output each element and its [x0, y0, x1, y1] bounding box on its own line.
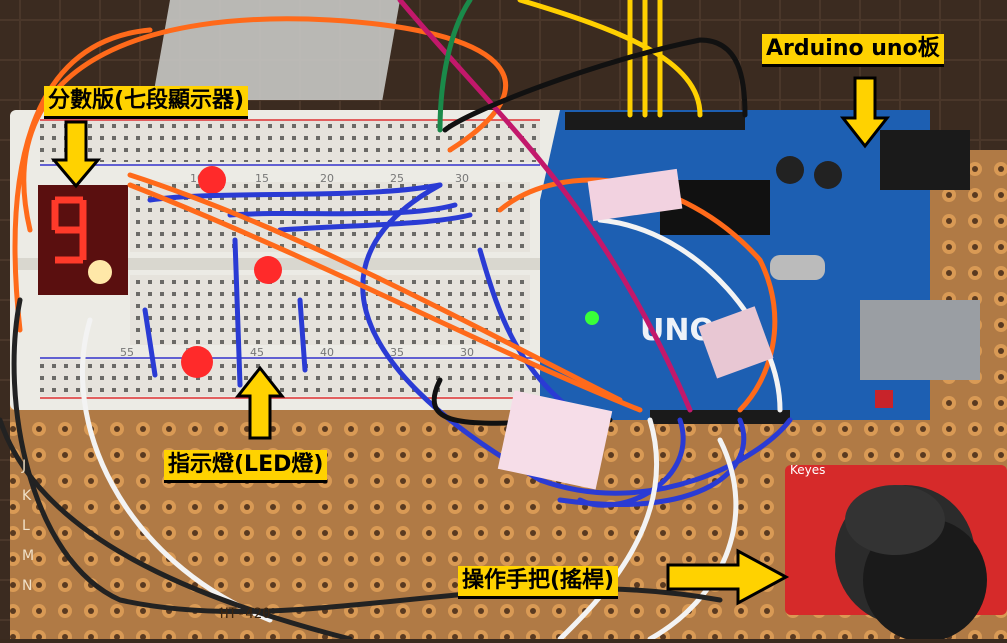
perfboard-row-label: J [21, 458, 26, 474]
perfboard-row-label: K [22, 488, 32, 504]
tape [497, 390, 613, 490]
arrow-up-icon [234, 365, 286, 440]
label-arduino: Arduino uno板 [762, 34, 944, 67]
perfboard-model-text: HT-420 [220, 606, 271, 622]
arrow-down-icon [839, 76, 891, 149]
breadboard-col-label: 55 [120, 346, 134, 359]
breadboard-col-label: 35 [390, 346, 404, 359]
perfboard-row-label: M [22, 548, 34, 564]
breadboard-col-label: 20 [320, 172, 334, 185]
tape [587, 168, 683, 222]
label-joystick: 操作手把(搖桿) [458, 566, 619, 599]
breadboard-col-label: 30 [455, 172, 469, 185]
breadboard-col-label: 45 [250, 346, 264, 359]
led-red [254, 256, 282, 284]
arrow-down-icon [50, 120, 102, 189]
label-indicator-led: 指示燈(LED燈) [164, 450, 328, 483]
tape [698, 306, 774, 379]
label-score-board: 分數版(七段顯示器) [44, 86, 249, 119]
joystick-keyes-text: Keyes [790, 463, 825, 477]
breadboard-col-label: 15 [255, 172, 269, 185]
led-red [181, 346, 213, 378]
orange-jumper-wires [12, 16, 778, 413]
perfboard-row-label: L [22, 518, 30, 534]
arrow-right-icon [666, 548, 790, 606]
breadboard-col-label: 25 [390, 172, 404, 185]
misc-jumper-wires [0, 0, 783, 642]
perfboard-row-label: N [22, 578, 32, 594]
arduino-board [540, 110, 980, 424]
seven-segment-display [38, 185, 128, 295]
breadboard-col-label: 40 [320, 346, 334, 359]
led-red [198, 166, 226, 194]
joystick-module [785, 465, 1007, 642]
breadboard-col-label: 30 [460, 346, 474, 359]
